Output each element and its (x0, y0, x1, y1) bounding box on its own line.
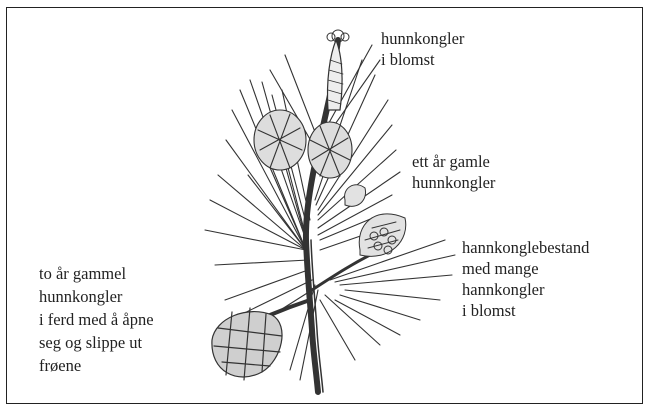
label-female-cones-in-bloom: hunnkongler i blomst (381, 28, 464, 70)
label-line: frøene (39, 354, 154, 377)
upper-shoot (327, 40, 342, 110)
label-line: seg og slippe ut (39, 331, 154, 354)
two-year-cone (212, 308, 282, 380)
label-line: hunnkongler (381, 28, 464, 49)
label-male-cone-stand: hannkonglebestand med mange hannkongler … (462, 237, 589, 321)
male-cone-cluster (345, 185, 406, 257)
label-two-year-female-cone: to år gammel hunnkongler i ferd med å åp… (39, 262, 154, 377)
one-year-cone-left (254, 110, 306, 170)
label-line: hunnkongler (412, 172, 495, 193)
label-line: ett år gamle (412, 151, 495, 172)
label-line: i ferd med å åpne (39, 308, 154, 331)
label-line: hannkongler (462, 279, 589, 300)
label-line: hunnkongler (39, 285, 154, 308)
label-line: i blomst (381, 49, 464, 70)
label-one-year-female-cones: ett år gamle hunnkongler (412, 151, 495, 193)
label-line: to år gammel (39, 262, 154, 285)
label-line: med mange (462, 258, 589, 279)
one-year-cone-right (308, 122, 352, 178)
label-line: hannkonglebestand (462, 237, 589, 258)
label-line: i blomst (462, 300, 589, 321)
